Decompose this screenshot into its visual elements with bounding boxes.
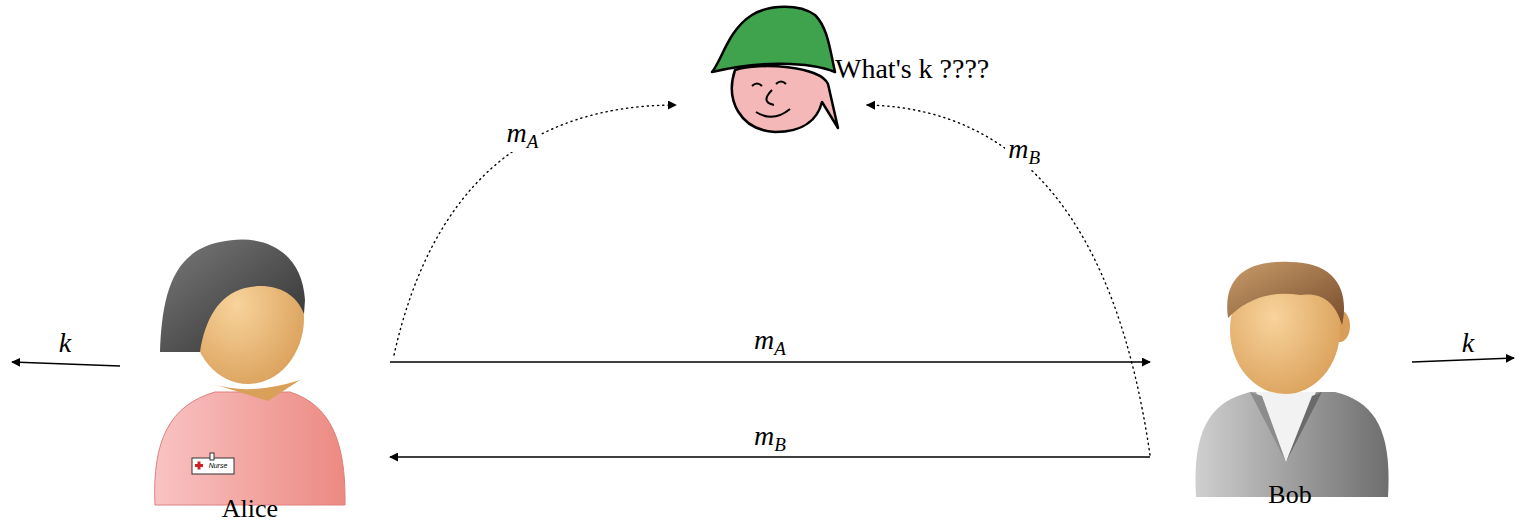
eve-figure xyxy=(712,7,838,132)
person-node: Bob xyxy=(1150,230,1430,524)
message-label: mB xyxy=(1005,134,1043,169)
message-label: mB xyxy=(751,421,789,456)
eavesdropper-node: What's k ???? xyxy=(712,2,1052,138)
person-node: Alice xyxy=(110,230,390,524)
node-name: Bob xyxy=(1268,481,1311,510)
node-name: What's k ???? xyxy=(835,54,989,85)
eavesdrop-arrow xyxy=(867,105,1150,455)
message-arrow xyxy=(390,456,1150,458)
badge-text: Nurse xyxy=(209,462,228,470)
key-label: k xyxy=(1459,328,1477,359)
message-label: mA xyxy=(503,118,541,153)
message-label: mA xyxy=(751,325,789,360)
eavesdrop-arrow xyxy=(394,105,676,355)
alice-figure xyxy=(155,239,345,505)
node-name: Alice xyxy=(222,495,278,524)
key-label: k xyxy=(56,328,74,359)
bob-figure xyxy=(1195,262,1388,497)
output-arrow xyxy=(1412,358,1514,362)
message-arrow xyxy=(390,361,1150,363)
output-arrow xyxy=(12,362,120,366)
